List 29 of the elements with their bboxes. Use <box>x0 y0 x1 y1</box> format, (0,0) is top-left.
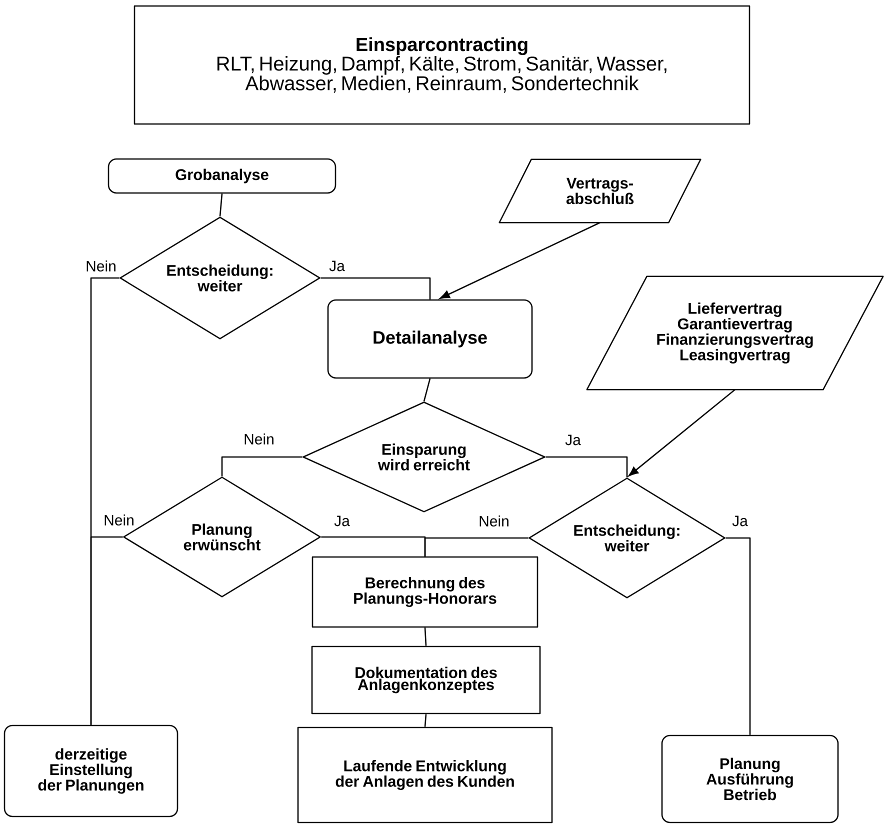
process-box: Laufende Entwicklung der Anlagen des Kunden <box>297 726 553 824</box>
connector-line <box>424 714 427 727</box>
connector-line <box>424 537 528 556</box>
connector-line <box>90 536 123 725</box>
connector-line <box>726 537 751 735</box>
process-box: Berechnung des Planungs-Honorars <box>312 556 538 628</box>
edge-label: Nein <box>84 259 118 272</box>
process-box: Dokumentation des Anlagenkonzeptes <box>311 646 541 714</box>
edge-label: Nein <box>478 514 510 528</box>
process-box: Detailanalyse <box>327 299 533 379</box>
edge-label: Ja <box>333 514 351 528</box>
input-parallelogram: Vertrags- abschluß <box>498 158 702 224</box>
edge-label: Nein <box>242 432 276 446</box>
arrow <box>628 389 736 476</box>
connector-line <box>424 628 427 646</box>
connector-line <box>221 456 302 476</box>
arrow <box>440 222 600 299</box>
input-parallelogram: Liefervertrag Garantievertrag Finanzierungsvertrag Leasingvertrag <box>586 276 884 390</box>
connector-line <box>320 277 431 300</box>
header-box: Einsparcontracting RLT, Heizung, Dampf, Kälte, Strom, Sanitär, Wasser, Abwasser, Medien, Reinraum, Sondertechnik <box>134 5 750 125</box>
connector-line <box>219 194 223 216</box>
process-box: Planung Ausführung Betrieb <box>661 734 839 824</box>
process-box: Grobanalyse <box>108 158 336 194</box>
connector-line <box>546 456 628 478</box>
edge-label: Ja <box>731 514 749 528</box>
edge-label: Ja <box>564 434 582 446</box>
process-box: derzeitige Einstellung der Planungen <box>4 724 178 818</box>
edge-label: Ja <box>328 260 346 272</box>
connector-line <box>423 378 431 402</box>
